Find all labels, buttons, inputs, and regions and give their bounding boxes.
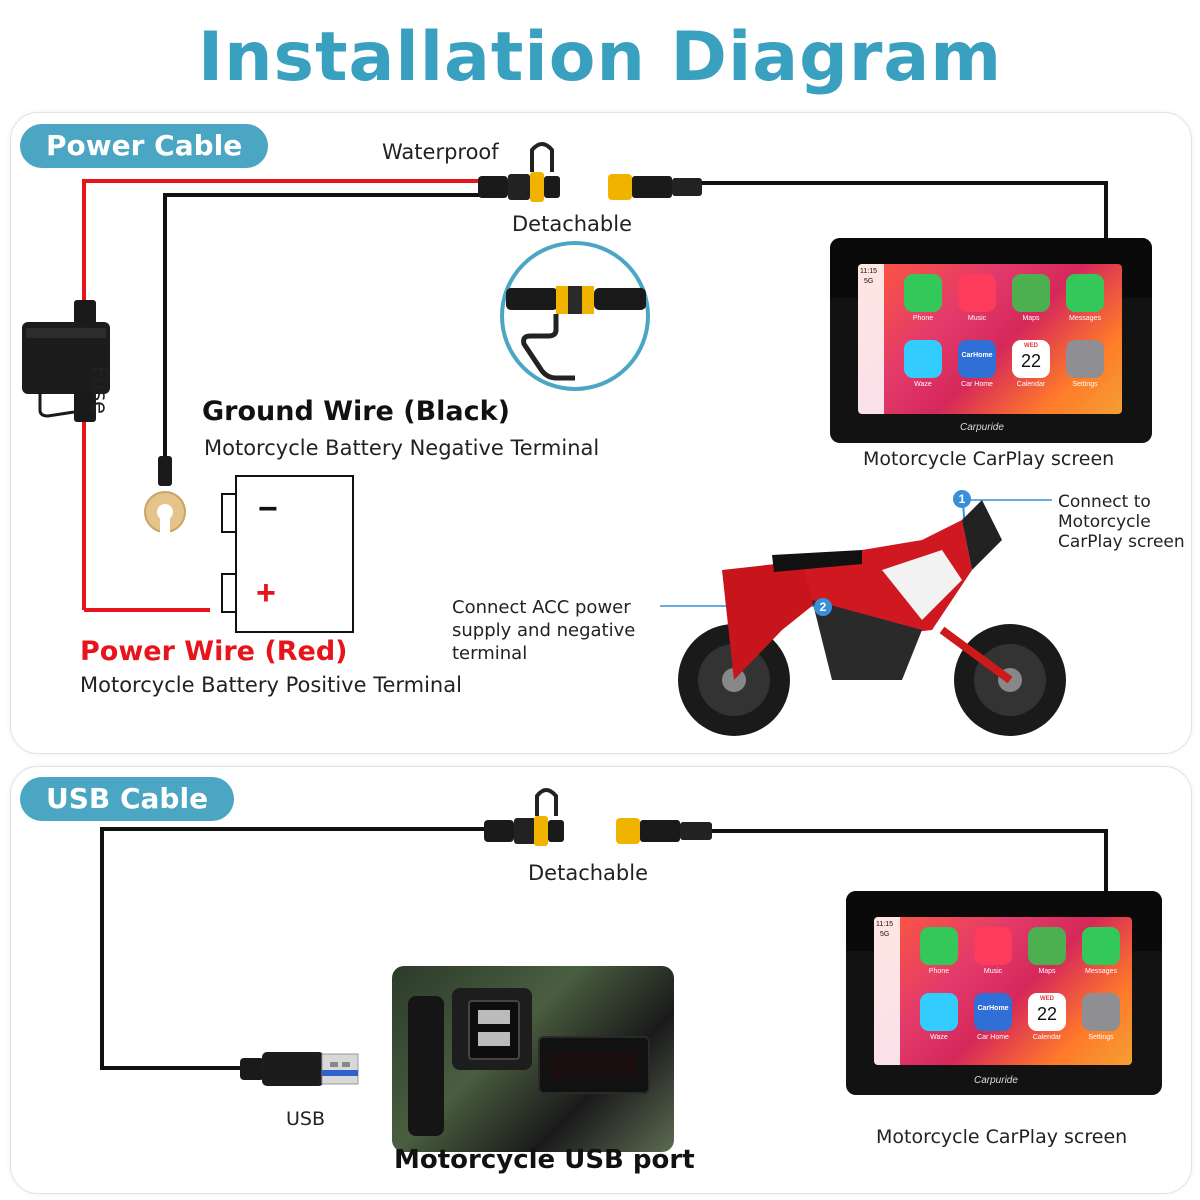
calendar-icon[interactable]: WED 22 <box>1012 340 1050 378</box>
power-wire-desc: Motorcycle Battery Positive Terminal <box>80 673 462 697</box>
power-carhome-text: CarHome <box>961 352 993 359</box>
usb-label: USB <box>286 1108 326 1130</box>
settings-icon[interactable] <box>1066 340 1104 378</box>
status-signal-usb: 5G <box>880 931 890 938</box>
power-app-label: Waze <box>914 381 932 388</box>
status-signal: 5G <box>864 278 874 285</box>
usb-app-label: Messages <box>1085 968 1117 975</box>
ground-wire-title: Ground Wire (Black) <box>202 396 510 427</box>
power-app-label: Car Home <box>961 381 993 388</box>
power-wire-title: Power Wire (Red) <box>80 636 348 667</box>
usb-carhome-text: CarHome <box>977 1005 1009 1012</box>
music-icon[interactable] <box>974 927 1012 965</box>
fuse-holder <box>22 300 110 422</box>
power-app-label: Maps <box>1022 315 1040 322</box>
usb-app-label: Settings <box>1088 1034 1114 1041</box>
usb-app-label: Maps <box>1038 968 1056 975</box>
usb-app-label: Waze <box>930 1034 948 1041</box>
connector-zoom-circle <box>500 241 650 391</box>
power-app-label: Calendar <box>1016 381 1046 388</box>
voltmeter-display <box>538 1036 650 1094</box>
waterproof-connector-male <box>478 142 560 202</box>
power-calendar-date: 22 <box>1020 351 1042 371</box>
power-app-label: Phone <box>912 315 934 322</box>
waterproof-label: Waterproof <box>382 140 499 164</box>
status-time: 11:15 <box>860 268 877 275</box>
power-calendar-day: WED <box>1024 343 1038 349</box>
power-app-label: Settings <box>1072 381 1098 388</box>
battery-outline <box>221 475 354 633</box>
screen-cable-top <box>700 181 1108 240</box>
motorcycle-usb-port-caption: Motorcycle USB port <box>394 1145 695 1175</box>
music-icon[interactable] <box>958 274 996 312</box>
page-title: Installation Diagram <box>197 18 1003 97</box>
motorcycle-usb-port-photo <box>392 966 674 1152</box>
red-power-wire <box>82 179 480 610</box>
messages-icon[interactable] <box>1066 274 1104 312</box>
usb-detachable-label: Detachable <box>528 861 649 885</box>
carhome-icon[interactable]: CarHome <box>958 340 996 378</box>
callout-2-text: Connect ACC power supply and negative te… <box>452 597 636 664</box>
motorcycle-illustration <box>678 500 1066 736</box>
usb-calendar-day: WED <box>1040 996 1054 1002</box>
usb-connector-male <box>484 788 564 846</box>
maps-icon[interactable] <box>1012 274 1050 312</box>
usb-a-plug <box>240 1052 359 1086</box>
brand-logo: Carpuride <box>960 422 1004 433</box>
status-time-usb: 11:15 <box>876 921 893 928</box>
battery-positive-sign: + <box>256 574 276 612</box>
messages-icon[interactable] <box>1082 927 1120 965</box>
usb-cable-right <box>712 829 1108 892</box>
callout-1-text: Connect to Motorcycle CarPlay screen <box>1058 492 1185 552</box>
carplay-screen-caption-usb: Motorcycle CarPlay screen <box>876 1126 1128 1148</box>
power-app-label: Music <box>967 315 987 322</box>
usb-connector-female <box>616 818 712 844</box>
brand-logo-usb: Carpuride <box>974 1075 1018 1086</box>
usb-port-sockets <box>468 1000 520 1060</box>
waze-icon[interactable] <box>904 340 942 378</box>
carplay-screen-caption-power: Motorcycle CarPlay screen <box>863 448 1115 470</box>
usb-calendar-date: 22 <box>1036 1004 1058 1024</box>
phone-icon[interactable] <box>920 927 958 965</box>
usb-app-label: Phone <box>928 968 950 975</box>
detachable-label: Detachable <box>512 212 633 236</box>
carhome-icon[interactable]: CarHome <box>974 993 1012 1031</box>
maps-icon[interactable] <box>1028 927 1066 965</box>
power-app-label: Messages <box>1069 315 1101 322</box>
ground-wire-desc: Motorcycle Battery Negative Terminal <box>204 436 600 460</box>
usb-app-label: Calendar <box>1032 1034 1062 1041</box>
usb-cable-left <box>100 827 484 1070</box>
callout-1-badge: 1 <box>953 490 971 508</box>
calendar-icon[interactable]: WED 22 <box>1028 993 1066 1031</box>
usb-app-label: Car Home <box>977 1034 1009 1041</box>
ring-terminal <box>144 456 186 536</box>
settings-icon[interactable] <box>1082 993 1120 1031</box>
waterproof-connector-female <box>608 174 702 200</box>
battery-negative-sign: − <box>258 490 278 528</box>
usb-cable-tag: USB Cable <box>20 777 235 821</box>
waze-icon[interactable] <box>920 993 958 1031</box>
phone-icon[interactable] <box>904 274 942 312</box>
black-ground-wire <box>163 193 480 462</box>
fuse-label: Fuse <box>88 366 112 415</box>
callout-2-badge: 2 <box>814 598 832 616</box>
power-cable-tag: Power Cable <box>20 124 269 168</box>
usb-app-label: Music <box>983 968 1003 975</box>
